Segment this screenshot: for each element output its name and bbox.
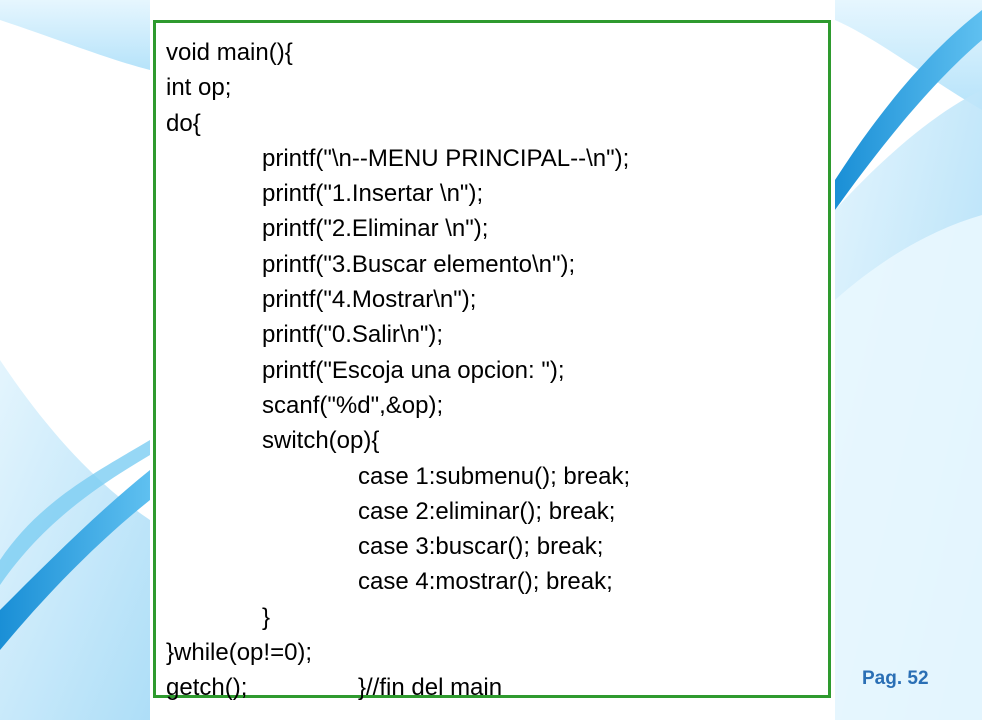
code-line: do{ (166, 106, 630, 141)
code-line-text: int op; (166, 74, 232, 102)
code-line-text: do{ (166, 109, 201, 137)
code-line: getch(); }//fin del main (166, 670, 630, 705)
code-line: printf("2.Eliminar \n"); (166, 211, 630, 246)
code-line: case 3:buscar(); break; (166, 529, 630, 564)
code-line-text: case 3:buscar(); break; (358, 533, 604, 561)
code-line: case 2:eliminar(); break; (166, 494, 630, 529)
code-line: printf("4.Mostrar\n"); (166, 282, 630, 317)
code-line-text: } (262, 603, 271, 631)
code-box: void main(){ int op; do{ printf("\n--MENU P… (153, 20, 831, 701)
code-line: }while(op!=0); (166, 635, 630, 670)
code-line: void main(){ (166, 35, 630, 70)
code-line-text: printf("0.Salir\n"); (262, 321, 444, 349)
code-line-text: void main(){ (166, 39, 293, 66)
page-number: Pag. 52 (862, 668, 929, 689)
code-line-text: printf("Escoja una opcion: "); (262, 356, 565, 384)
code-line-text: switch(op){ (262, 427, 380, 455)
code-line: case 1:submenu(); break; (166, 459, 630, 494)
code-listing: void main(){ int op; do{ printf("\n--MENU P… (166, 35, 630, 706)
code-line-text: printf("1.Insertar \n"); (262, 180, 484, 208)
code-line-text: printf("3.Buscar elemento\n"); (262, 250, 576, 278)
code-line: printf("\n--MENU PRINCIPAL--\n"); (166, 141, 630, 176)
code-line: printf("Escoja una opcion: "); (166, 353, 630, 388)
code-line: printf("0.Salir\n"); (166, 317, 630, 352)
code-line-comment: }//fin del main (358, 674, 503, 702)
code-line: switch(op){ (166, 423, 630, 458)
code-line: printf("1.Insertar \n"); (166, 176, 630, 211)
code-line: int op; (166, 70, 630, 105)
code-line: case 4:mostrar(); break; (166, 564, 630, 599)
code-line: printf("3.Buscar elemento\n"); (166, 247, 630, 282)
code-line-text: case 1:submenu(); break; (358, 462, 631, 490)
code-line-text: scanf("%d",&op); (262, 391, 444, 419)
code-line-text: printf("2.Eliminar \n"); (262, 215, 489, 243)
code-line: scanf("%d",&op); (166, 388, 630, 423)
code-line-text: case 4:mostrar(); break; (358, 568, 613, 596)
code-line-text: getch(); (166, 674, 248, 702)
code-line-text: }while(op!=0); (166, 639, 313, 667)
code-line-text: case 2:eliminar(); break; (358, 497, 616, 525)
code-line: } (166, 600, 630, 635)
code-line-text: printf("4.Mostrar\n"); (262, 286, 477, 314)
code-line-text: printf("\n--MENU PRINCIPAL--\n"); (262, 144, 630, 172)
